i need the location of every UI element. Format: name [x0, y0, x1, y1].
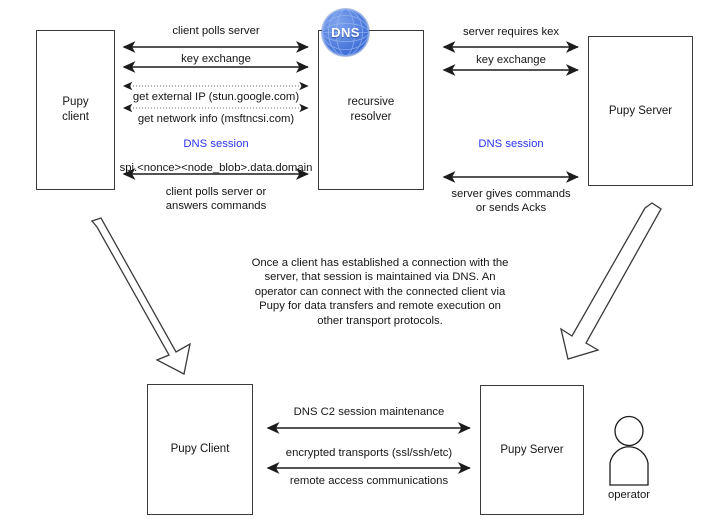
operator-icon — [609, 415, 649, 486]
label-client-polls-server: client polls server — [172, 25, 260, 37]
label-key-exchange-right: key exchange — [476, 54, 546, 66]
operator-caption: operator — [607, 489, 651, 501]
label-encrypted-transports: encrypted transports (ssl/ssh/etc) — [285, 447, 453, 459]
box-pupy-client-bottom[interactable]: Pupy Client — [147, 384, 253, 515]
label-get-network-info: get network info (msftncsi.com) — [137, 113, 295, 125]
box-pupy-client-top[interactable]: Pupy client — [36, 30, 115, 190]
label-dns-session-right: DNS session — [478, 138, 544, 150]
label-get-external-ip: get external IP (stun.google.com) — [132, 91, 300, 103]
label-client-polls-or-answers: client polls server or answers commands — [165, 186, 267, 212]
dns-globe-icon: DNS — [322, 9, 369, 56]
label-dns-c2-session-maintenance: DNS C2 session maintenance — [293, 406, 445, 418]
label-server-requires-kex: server requires kex — [462, 26, 560, 38]
box-pupy-server-top[interactable]: Pupy Server — [588, 36, 693, 186]
box-recursive-resolver[interactable]: recursive resolver — [318, 30, 424, 190]
label-dns-session-left: DNS session — [183, 138, 249, 150]
explanatory-paragraph: Once a client has established a connecti… — [251, 257, 509, 327]
dns-badge-label: DNS — [331, 25, 360, 40]
big-arrow-client-to-bottom — [90, 217, 191, 375]
label-server-gives-commands: server gives commands or sends Acks — [451, 188, 571, 214]
label-remote-access-communications: remote access communications — [289, 475, 449, 487]
big-arrow-server-to-bottom — [560, 202, 662, 360]
box-pupy-server-bottom[interactable]: Pupy Server — [480, 385, 584, 515]
